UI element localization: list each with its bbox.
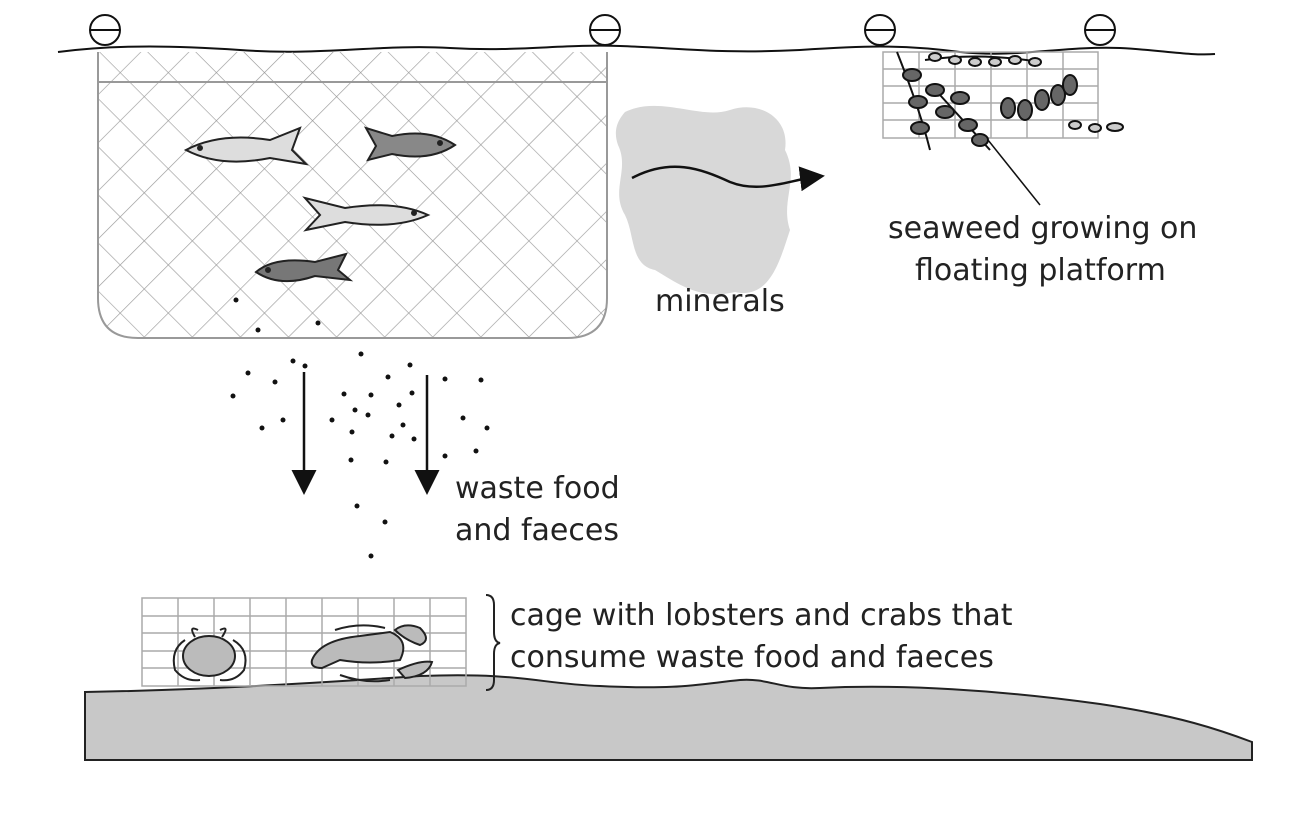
seaweed-label-line2: floating platform [915,253,1166,288]
fish-icon [254,252,354,283]
minerals-arrow [631,165,825,192]
cage-label-line2: consume waste food and faeces [510,640,994,675]
fish-icon [302,196,431,232]
seaweed-leader-line [987,139,1041,206]
crab-icon [172,627,247,682]
fish-net-cage [97,52,608,339]
buoys [89,14,1116,46]
cage-label-line1: cage with lobsters and crabs that [510,598,1013,633]
waste-label-line1: waste food [455,471,620,506]
cage-label: cage with lobsters and crabs that consum… [510,595,1013,679]
waste-label: waste food and faeces [455,468,620,552]
seaweed-label-line1: seaweed growing on [888,211,1198,246]
waste-label-line2: and faeces [455,513,619,548]
fish-icon [183,126,309,166]
minerals-label: minerals [655,284,785,319]
lobster-icon [310,624,434,683]
waste-particles [230,297,490,559]
fish-icon [363,126,457,162]
seaweed-label: seaweed growing on floating platform [888,208,1197,292]
seabed [84,674,1253,761]
water-surface [57,44,1216,56]
buoy-icon [589,14,621,46]
cage-brace [485,594,501,691]
buoy-icon [89,14,121,46]
seaweed-icon [896,51,1124,151]
buoy-icon [864,14,896,46]
mineral-cloud [615,105,791,295]
buoy-icon [1084,14,1116,46]
